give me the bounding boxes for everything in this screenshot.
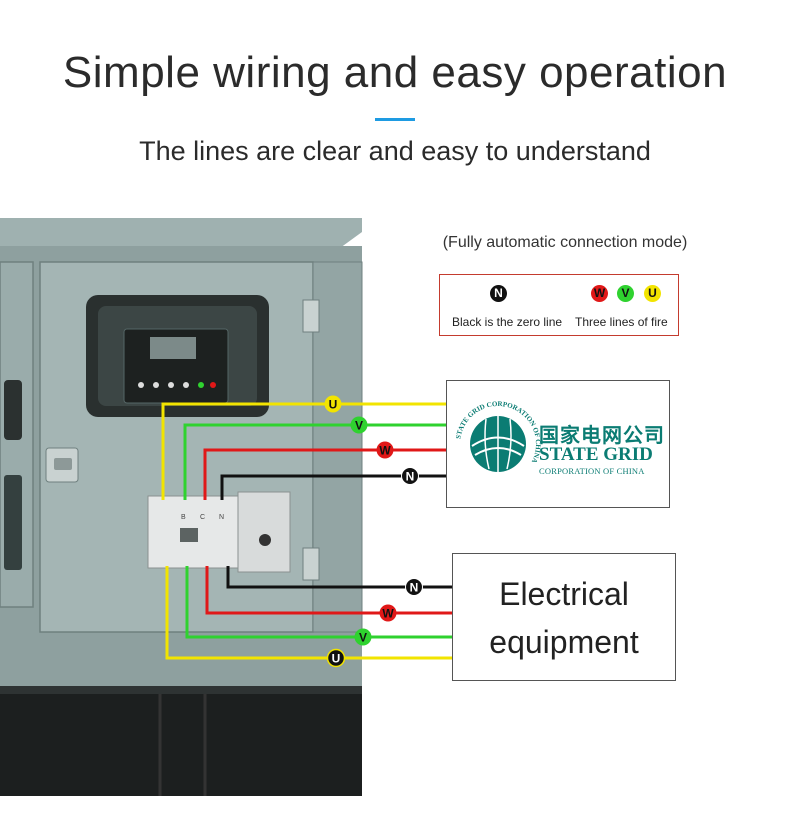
wire-u-upper (161, 402, 446, 500)
switch-label-c: C (200, 514, 205, 521)
state-grid-cn-name: 国家电网公司 (539, 423, 665, 447)
svg-text:N: N (406, 470, 415, 484)
marker-u-lower: U (326, 648, 346, 668)
state-grid-box: STATE GRID CORPORATION OF CHINA 国家电网公司 S… (446, 380, 670, 508)
marker-n-upper: N (401, 467, 419, 485)
state-grid-logo-icon: STATE GRID CORPORATION OF CHINA (454, 400, 542, 472)
switch-label-b: B (181, 514, 186, 521)
connection-mode-label: (Fully automatic connection mode) (442, 234, 688, 251)
marker-v-lower: V (354, 628, 372, 646)
svg-text:W: W (382, 607, 394, 621)
wire-w-upper (203, 448, 446, 500)
svg-text:W: W (379, 444, 391, 458)
svg-text:V: V (359, 631, 367, 645)
legend-v-icon: V (617, 285, 634, 302)
legend-fire-label: Three lines of fire (575, 315, 668, 329)
legend-n-icon: N (490, 285, 507, 302)
state-grid-en-name: STATE GRID (539, 444, 653, 465)
wire-n-lower (226, 566, 452, 589)
svg-text:U: U (329, 398, 338, 412)
legend-zero-label: Black is the zero line (452, 315, 563, 329)
marker-w-upper: W (376, 441, 394, 459)
bottom-hinge (302, 547, 320, 581)
svg-text:U: U (332, 652, 341, 666)
svg-text:N: N (410, 581, 419, 595)
page-title: Simple wiring and easy operation (62, 48, 728, 97)
equipment-line-1: Electrical (499, 576, 629, 612)
equipment-line-2: equipment (489, 624, 639, 660)
title-accent-bar (375, 118, 415, 121)
generator-base (0, 686, 362, 796)
state-grid-corporation: CORPORATION OF CHINA (539, 466, 645, 476)
electrical-equipment-box: Electrical equipment (452, 553, 676, 681)
wire-w-lower (205, 566, 452, 615)
marker-w-lower: W (379, 604, 397, 622)
legend-w-icon: W (591, 285, 608, 302)
right-door-edge (312, 261, 363, 633)
top-hinge (302, 299, 320, 333)
switch-label-n: N (219, 514, 224, 521)
controller-display (150, 337, 196, 359)
transfer-switch-right (237, 491, 291, 573)
marker-n-lower: N (405, 578, 423, 596)
marker-v-upper: V (350, 416, 368, 434)
wire-legend: N W V U Black is the zero line Three lin… (439, 274, 679, 336)
wire-n-upper (220, 474, 446, 500)
marker-u-upper: U (324, 395, 342, 413)
page-subtitle: The lines are clear and easy to understa… (139, 136, 651, 166)
left-door-window (4, 475, 22, 570)
wire-u-lower (165, 566, 452, 660)
left-door-vent (4, 380, 22, 440)
legend-u-icon: U (644, 285, 661, 302)
svg-text:V: V (355, 419, 363, 433)
generator-roof (0, 218, 362, 248)
